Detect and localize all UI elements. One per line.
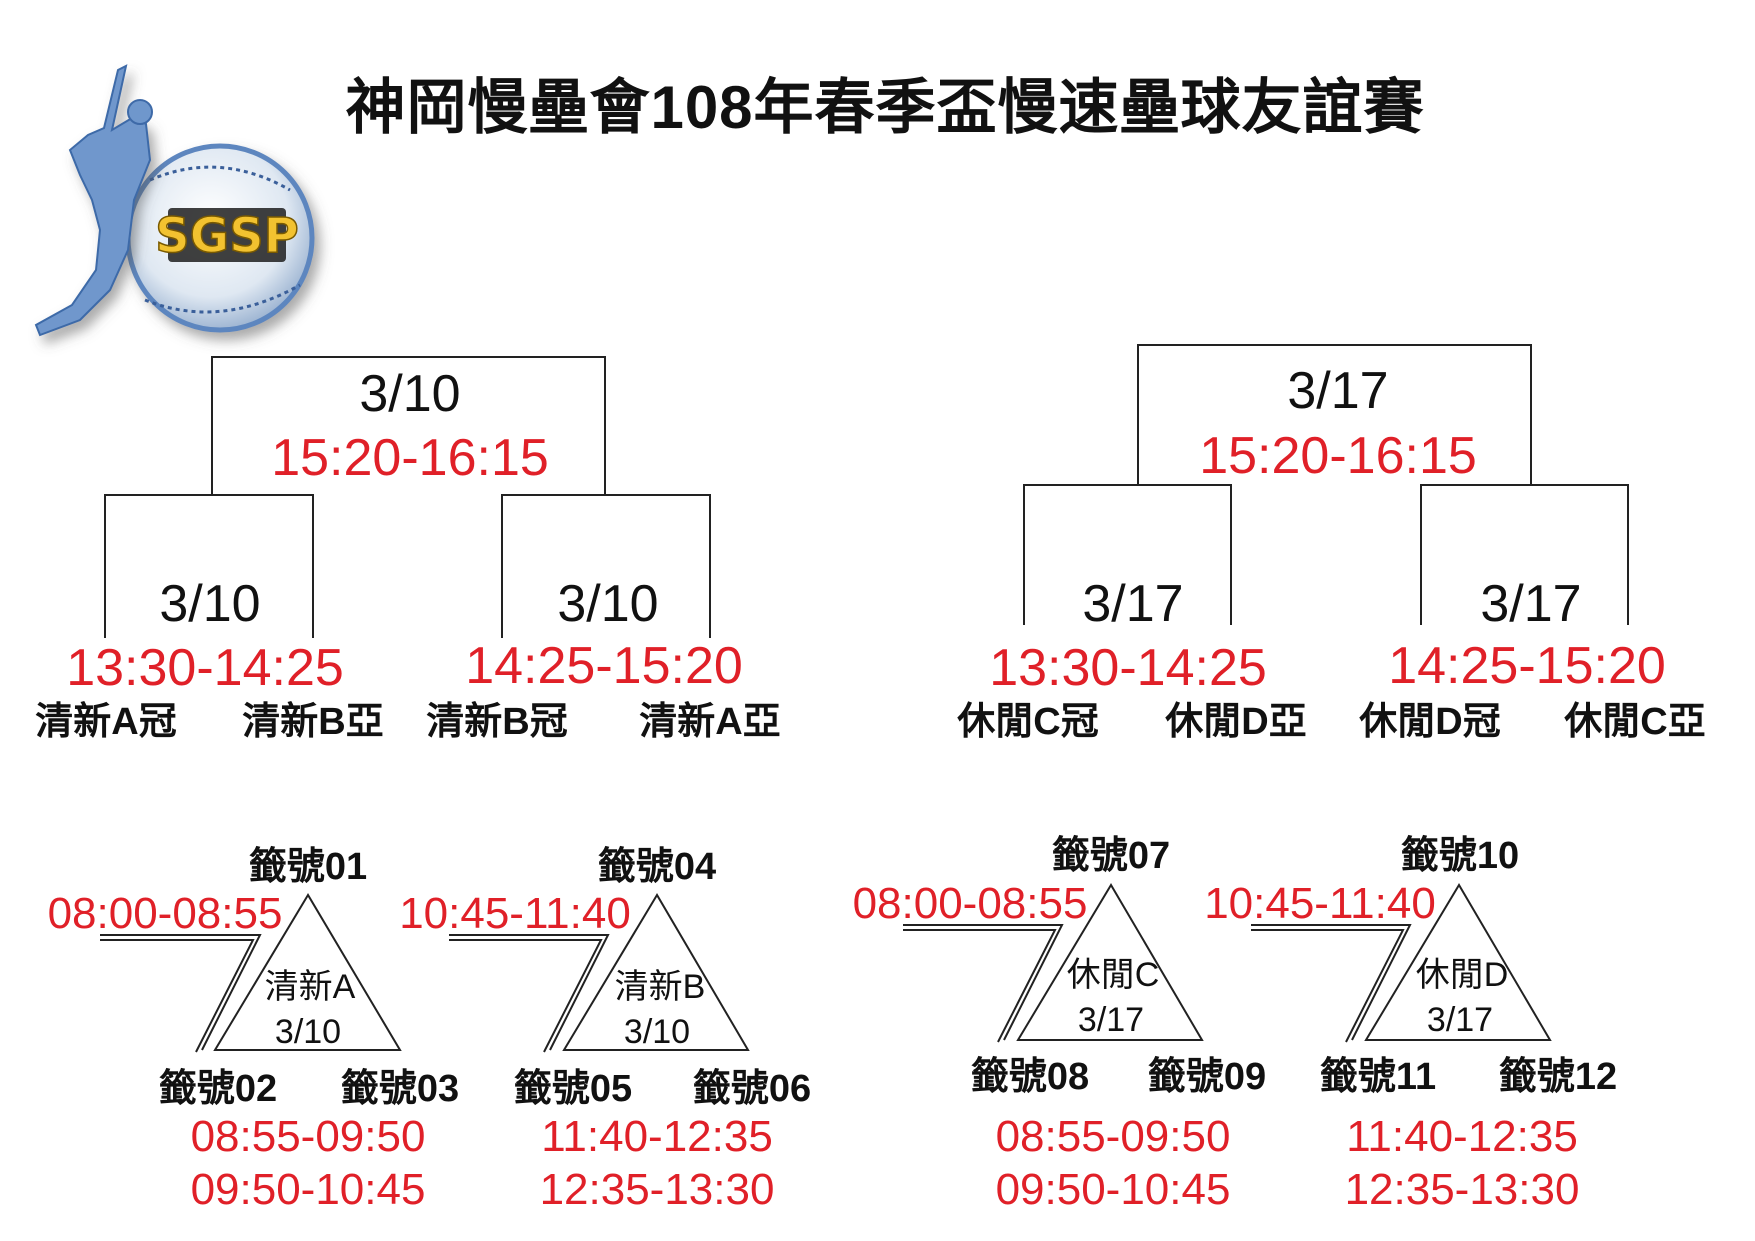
- group-triangle-2: [449, 893, 750, 1053]
- group-date: 3/17: [1426, 1001, 1494, 1039]
- lot-number: 籤號09: [1147, 1056, 1267, 1098]
- group-name: 清新B: [614, 968, 706, 1006]
- group-time: 12:35-13:30: [539, 1165, 775, 1214]
- group-triangle-1: [100, 893, 402, 1053]
- final-date-left: 3/10: [359, 365, 461, 423]
- group-date: 3/10: [623, 1013, 691, 1051]
- semi1-time-left: 13:30-14:25: [66, 639, 344, 697]
- bracket-semi1-line-right: [1023, 484, 1232, 625]
- page-title: 神岡慢壘會108年春季盃慢速壘球友誼賽: [345, 74, 1425, 141]
- bracket-final-line-left: [211, 356, 606, 495]
- final-time-left: 15:20-16:15: [271, 429, 549, 487]
- team-label: 清新A冠: [35, 701, 177, 743]
- final-time-right: 15:20-16:15: [1199, 427, 1477, 485]
- team-label: 休閒D冠: [1359, 701, 1501, 743]
- semi2-time-right: 14:25-15:20: [1388, 637, 1666, 695]
- group-time: 08:55-09:50: [995, 1112, 1231, 1161]
- logo-text: SGSP: [155, 208, 299, 264]
- group-time: 09:50-10:45: [995, 1165, 1231, 1214]
- lot-number: 籤號07: [1051, 835, 1171, 877]
- lot-number: 籤號08: [970, 1056, 1090, 1098]
- group-triangle-3: [903, 883, 1204, 1043]
- group-time: 11:40-12:35: [541, 1112, 773, 1161]
- team-label: 休閒C亞: [1564, 701, 1706, 743]
- semi2-time-left: 14:25-15:20: [465, 637, 743, 695]
- group-name: 清新A: [264, 968, 356, 1006]
- group-start-time: 10:45-11:40: [399, 889, 631, 938]
- group-triangle-4: [1251, 883, 1552, 1043]
- team-label: 休閒C冠: [957, 701, 1099, 743]
- semi1-time-right: 13:30-14:25: [989, 639, 1267, 697]
- group-start-time: 10:45-11:40: [1204, 879, 1436, 928]
- final-date-right: 3/17: [1287, 362, 1389, 420]
- lot-number: 籤號04: [597, 846, 717, 888]
- lot-number: 籤號03: [340, 1068, 460, 1110]
- team-label: 清新A亞: [639, 701, 781, 743]
- team-label: 清新B亞: [242, 701, 384, 743]
- team-label: 休閒D亞: [1165, 701, 1307, 743]
- lot-number: 籤號02: [158, 1068, 278, 1110]
- group-time: 12:35-13:30: [1344, 1165, 1580, 1214]
- lot-number: 籤號12: [1498, 1056, 1618, 1098]
- lot-number: 籤號10: [1400, 835, 1520, 877]
- group-name: 休閒C: [1066, 956, 1160, 994]
- lot-number: 籤號11: [1319, 1056, 1437, 1098]
- semi1-date-left: 3/10: [159, 575, 261, 633]
- bracket-semi1-line-left: [104, 494, 314, 638]
- lot-number: 籤號06: [692, 1068, 812, 1110]
- bracket-semi2-line-left: [501, 494, 711, 638]
- lot-number: 籤號05: [513, 1068, 633, 1110]
- bracket-final-line-right: [1137, 344, 1532, 485]
- group-date: 3/17: [1077, 1001, 1145, 1039]
- semi2-date-left: 3/10: [557, 575, 659, 633]
- bracket-semi2-line-right: [1420, 484, 1629, 625]
- semi1-date-right: 3/17: [1082, 575, 1184, 633]
- group-start-time: 08:00-08:55: [852, 879, 1088, 928]
- group-time: 08:55-09:50: [190, 1112, 426, 1161]
- group-time: 11:40-12:35: [1346, 1112, 1578, 1161]
- group-time: 09:50-10:45: [190, 1165, 426, 1214]
- group-date: 3/10: [274, 1013, 342, 1051]
- sgsp-logo: SGSP: [34, 64, 315, 337]
- group-start-time: 08:00-08:55: [47, 889, 283, 938]
- group-name: 休閒D: [1415, 956, 1509, 994]
- semi2-date-right: 3/17: [1480, 575, 1582, 633]
- lot-number: 籤號01: [248, 846, 368, 888]
- team-label: 清新B冠: [426, 701, 568, 743]
